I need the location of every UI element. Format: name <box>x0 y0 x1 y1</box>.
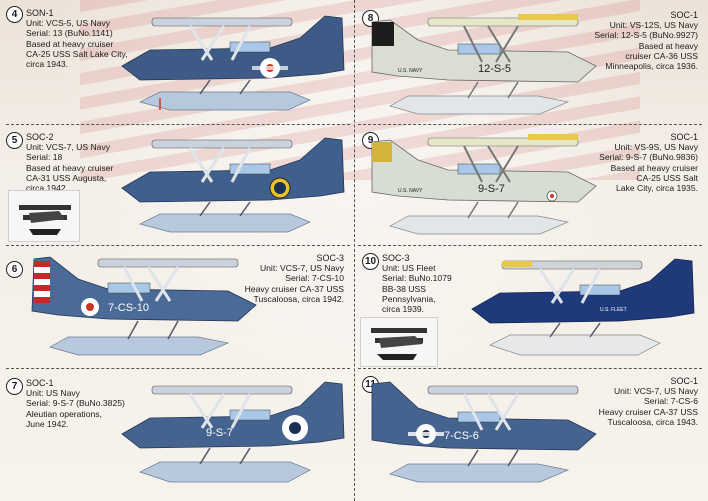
aircraft-type: SOC-1 <box>670 132 698 142</box>
cut-line-left-2 <box>6 245 350 246</box>
panel-4: 4 SON-1 Unit: VCS-5, US Navy Serial: 13 … <box>0 0 354 124</box>
profile-caption: SOC-1 Unit: VS-9S, US Navy Serial: 9-S-7… <box>599 132 698 193</box>
profile-number-badge: 6 <box>6 261 23 278</box>
aircraft-profile-son1 <box>121 15 345 111</box>
aircraft-profile-soc1-silver-2: U.S. NAVY 9-S-7 <box>371 134 597 235</box>
panel-7: 7 SOC-1 Unit: US Navy Serial: 9-S-7 (BuN… <box>0 368 354 501</box>
profile-number-badge: 10 <box>362 253 379 270</box>
cut-line-right-2 <box>358 245 702 246</box>
caption-line: Based at heavy cruiser <box>610 162 698 173</box>
profile-number-badge: 4 <box>6 6 23 23</box>
caption-line: CA-25 USS Salt <box>636 172 698 183</box>
panel-8: 8 SOC-1 Unit: VS-12S, US Navy Serial: 12… <box>354 0 708 124</box>
caption-line: CA-25 USS Salt Lake City, <box>26 48 128 59</box>
profile-number-badge: 5 <box>6 132 23 149</box>
aircraft-profile-soc2 <box>121 137 345 233</box>
caption-line: Heavy cruiser CA-37 USS <box>598 406 698 417</box>
caption-line: Serial: 9-S-7 (BuNo.3825) <box>26 398 125 409</box>
cut-line-right-3 <box>358 368 702 369</box>
caption-line: circa 1943. <box>26 59 69 70</box>
cut-line-left-1 <box>6 124 350 125</box>
aircraft-type: SOC-1 <box>670 10 698 20</box>
aircraft-type: SOC-3 <box>316 253 344 263</box>
fuselage-code: 7-CS-6 <box>444 430 479 442</box>
aircraft-profile-soc1-aleutian: 9-S-7 <box>121 381 345 483</box>
caption-line: June 1942. <box>26 418 69 429</box>
caption-line: Lake City, circa 1935. <box>616 183 698 194</box>
caption-line: CA-31 USS Augusta, <box>26 172 107 183</box>
caption-line: Tuscaloosa, circa 1943. <box>607 416 698 427</box>
profile-caption: SOC-1 Unit: US Navy Serial: 9-S-7 (BuNo.… <box>26 378 125 429</box>
fuselage-code: 12-S-5 <box>478 63 511 75</box>
caption-line: Serial: 18 <box>26 152 63 163</box>
caption-line: cruiser CA-36 USS <box>625 50 698 61</box>
fuselage-code: 9-S-7 <box>478 183 505 195</box>
profile-caption: SON-1 Unit: VCS-5, US Navy Serial: 13 (B… <box>26 8 128 69</box>
aircraft-profile-soc1-silver: U.S. NAVY 12-S-5 <box>371 14 597 115</box>
profile-number-badge: 7 <box>6 378 23 395</box>
panel-10: 10 SOC-3 Unit: US Fleet Serial: BuNo.107… <box>354 245 708 368</box>
tail-label: U.S. NAVY <box>398 188 423 194</box>
caption-line: Aleutian operations, <box>26 408 102 419</box>
caption-line: Serial: 9-S-7 (BuNo.9836) <box>599 152 698 163</box>
caption-line: Unit: VCS-7, US Navy <box>259 263 344 274</box>
profile-caption: SOC-2 Unit: VCS-7, US Navy Serial: 18 Ba… <box>26 132 113 193</box>
panel-11: 11 SOC-1 Unit: VCS-7, US Navy Serial: 7-… <box>354 368 708 501</box>
center-cut-line <box>354 0 355 501</box>
profile-caption: SOC-1 Unit: VS-12S, US Navy Serial: 12-S… <box>594 10 698 71</box>
caption-line: Unit: VCS-7, US Navy <box>26 142 111 153</box>
caption-line: Unit: US Fleet <box>382 263 436 274</box>
tail-label: U.S. NAVY <box>398 68 423 74</box>
profile-caption: SOC-3 Unit: VCS-7, US Navy Serial: 7-CS-… <box>245 253 344 304</box>
profile-caption: SOC-1 Unit: VCS-7, US Navy Serial: 7-CS-… <box>599 376 698 427</box>
fuselage-code: 7-CS-10 <box>108 302 149 314</box>
caption-line: Unit: VS-12S, US Navy <box>609 20 698 31</box>
cut-line-right-1 <box>358 124 702 125</box>
caption-line: Heavy cruiser CA-37 USS <box>244 283 344 294</box>
reference-photo <box>8 190 80 242</box>
fuselage-code: U.S. FLEET <box>600 307 627 313</box>
caption-line: Unit: VCS-7, US Navy <box>613 386 698 397</box>
caption-line: Pennsylvania, <box>382 293 436 304</box>
caption-line: Serial: 7-CS-6 <box>644 396 698 407</box>
caption-line: Serial: BuNo.1079 <box>382 273 452 284</box>
caption-line: Serial: 7-CS-10 <box>285 273 344 284</box>
aircraft-type: SOC-2 <box>26 132 54 142</box>
panel-5: 5 SOC-2 Unit: VCS-7, US Navy Serial: 18 … <box>0 124 354 245</box>
panel-9: 9 SOC-1 Unit: VS-9S, US Navy Serial: 9-S… <box>354 124 708 245</box>
caption-line: Serial: 12-S-5 (BuNo.9927) <box>594 30 698 41</box>
caption-line: Tuscaloosa, circa 1942. <box>253 293 344 304</box>
flag-background <box>80 0 640 180</box>
fuselage-code: 9-S-7 <box>206 427 233 439</box>
caption-line: Unit: VCS-5, US Navy <box>26 18 111 29</box>
aircraft-profile-soc1-vcs7: 7-CS-6 <box>371 381 597 483</box>
profile-caption: SOC-3 Unit: US Fleet Serial: BuNo.1079 B… <box>382 253 452 314</box>
caption-line: Based at heavy <box>638 40 698 51</box>
caption-line: BB-38 USS <box>382 283 426 294</box>
caption-line: Based at heavy cruiser <box>26 38 114 49</box>
aircraft-type: SON-1 <box>26 8 54 18</box>
caption-line: Unit: US Navy <box>26 388 80 399</box>
cut-line-left-3 <box>6 368 350 369</box>
aircraft-type: SOC-1 <box>670 376 698 386</box>
aircraft-type: SOC-3 <box>382 253 410 263</box>
aircraft-profile-soc3-striped: 7-CS-10 <box>31 256 257 356</box>
aircraft-profile-soc3-blue: U.S. FLEET <box>471 258 695 356</box>
reference-photo <box>360 317 438 367</box>
caption-line: circa 1942. <box>26 183 69 194</box>
aircraft-type: SOC-1 <box>26 378 54 388</box>
caption-line: Minneapolis, circa 1936. <box>605 61 698 72</box>
caption-line: Serial: 13 (BuNo.1141) <box>26 28 113 39</box>
caption-line: circa 1939. <box>382 304 425 315</box>
caption-line: Based at heavy cruiser <box>26 162 114 173</box>
panel-6: 6 SOC-3 Unit: VCS-7, US Navy Serial: 7-C… <box>0 245 354 368</box>
caption-line: Unit: VS-9S, US Navy <box>614 142 698 153</box>
